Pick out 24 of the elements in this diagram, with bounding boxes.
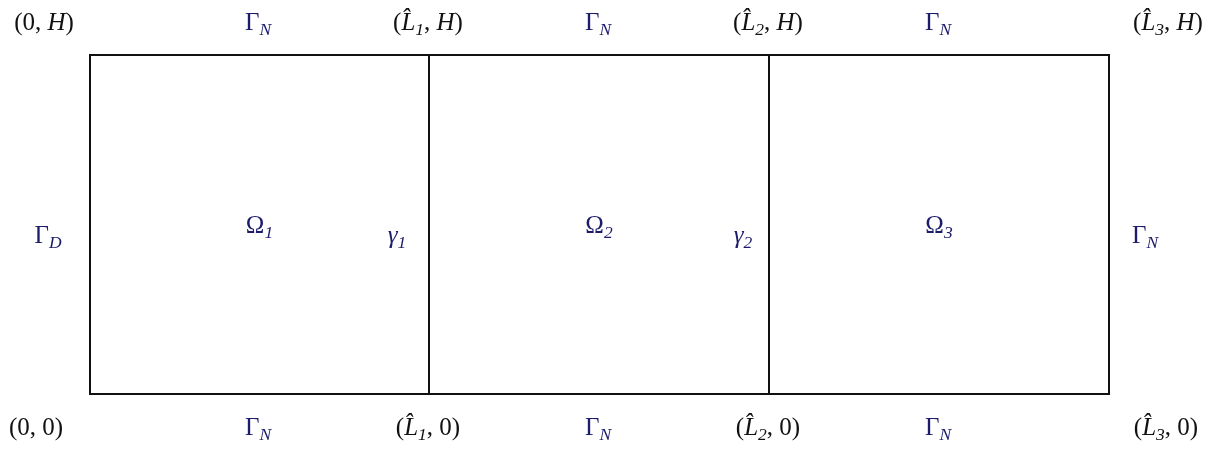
boundary-label: Γ$_{N}$ — [244, 413, 272, 441]
coordinate-label: (L̂$_{2}$, H) — [733, 8, 803, 36]
subdomain-rectangle — [768, 54, 1110, 395]
coordinate-label: (L̂$_{3}$, H) — [1133, 8, 1203, 36]
boundary-label: Γ$_{N}$ — [924, 8, 952, 36]
coordinate-label: (0, H) — [14, 8, 74, 36]
coordinate-label: (L̂$_{1}$, H) — [393, 8, 463, 36]
boundary-label: Γ$_{N}$ — [584, 413, 612, 441]
subdomain-rectangle — [89, 54, 430, 395]
boundary-label: Γ$_{N}$ — [924, 413, 952, 441]
boundary-label: Γ$_{N}$ — [1131, 221, 1159, 249]
coordinate-label: (L̂$_{3}$, 0) — [1133, 413, 1199, 441]
boundary-label: Γ$_{N}$ — [584, 8, 612, 36]
subdomain-label: Ω$_{1}$ — [245, 210, 274, 239]
boundary-label: Γ$_{N}$ — [244, 8, 272, 36]
boundary-label: γ$_{2}$ — [733, 221, 753, 249]
subdomain-label: Ω$_{3}$ — [925, 210, 953, 239]
coordinate-label: (L̂$_{1}$, 0) — [395, 413, 461, 441]
subdomain-label: Ω$_{2}$ — [585, 210, 613, 239]
coordinate-label: (0, 0) — [8, 413, 64, 441]
coordinate-label: (L̂$_{2}$, 0) — [735, 413, 801, 441]
boundary-label: γ$_{1}$ — [387, 221, 407, 249]
subdomain-rectangle — [428, 54, 770, 395]
boundary-label: Γ$_{D}$ — [34, 221, 62, 249]
